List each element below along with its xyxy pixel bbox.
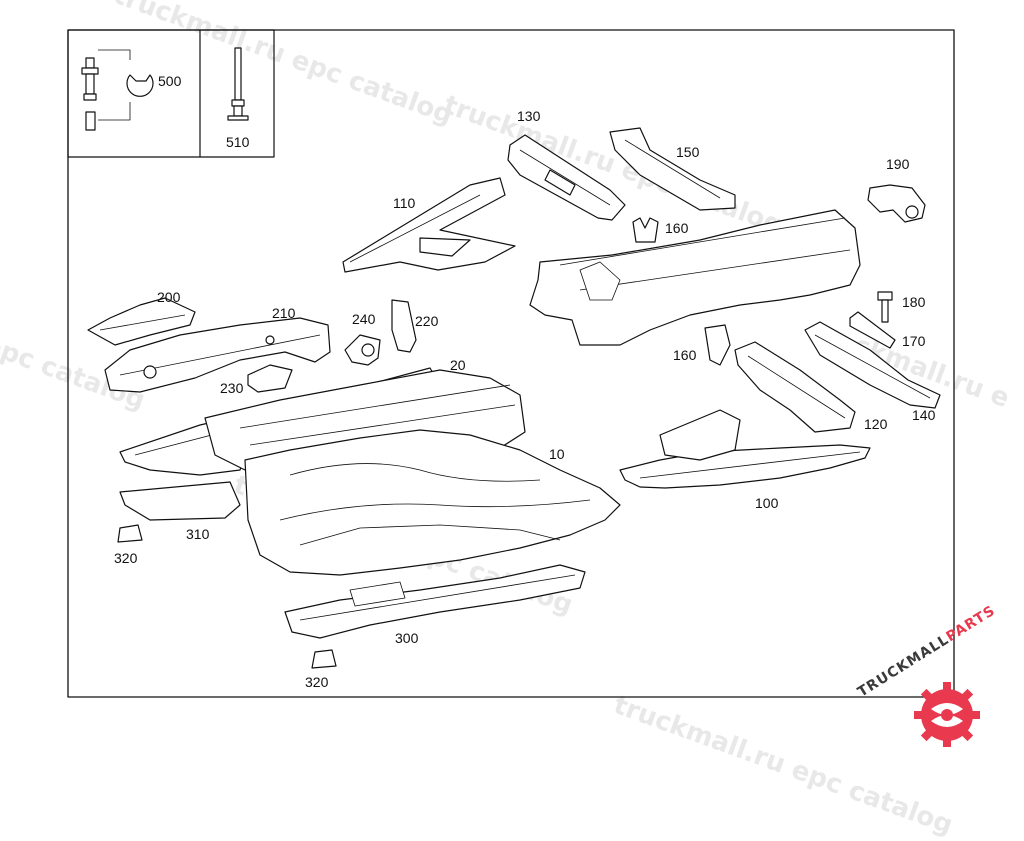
part-100 [619,444,871,489]
part-300 [284,564,586,639]
part-200 [87,297,196,346]
label-220: 220 [415,313,439,329]
part-230 [247,364,293,393]
gear-icon [914,682,980,747]
label-10: 10 [549,446,565,462]
part-120 [734,341,856,433]
inset-box [67,29,275,158]
part-160-right [704,324,731,366]
part-210 [104,317,331,393]
label-190: 190 [886,156,910,172]
part-500-fastener [81,49,154,131]
label-210: 210 [272,305,296,321]
label-310: 310 [186,526,210,542]
part-320-nut-b [311,649,337,669]
rear-member [529,209,861,346]
part-220 [391,299,417,353]
label-300: 300 [395,630,419,646]
label-180: 180 [902,294,926,310]
brand-logo: TRUCKMALLPARTS [855,603,1020,747]
label-320-a: 320 [114,550,138,566]
part-110 [342,177,516,273]
part-180-bolt [877,291,893,323]
label-130: 130 [517,108,541,124]
part-160-top [632,217,659,243]
part-170 [849,311,896,349]
label-110: 110 [393,195,416,211]
label-140: 140 [912,407,936,423]
label-230: 230 [220,380,244,396]
label-320-b: 320 [305,674,329,690]
label-500: 500 [158,73,182,89]
label-240: 240 [352,311,376,327]
part-10 [244,429,621,576]
label-170: 170 [902,333,926,349]
label-120: 120 [864,416,888,432]
label-150: 150 [676,144,700,160]
part-510-bolt [227,47,249,121]
label-200: 200 [157,289,181,305]
diagram-frame [67,29,955,698]
part-140 [804,321,941,409]
label-510: 510 [226,134,250,150]
part-320-nut-a [117,524,143,543]
label-100: 100 [755,495,779,511]
part-130 [507,134,626,221]
label-20: 20 [450,357,466,373]
label-160-top: 160 [665,220,689,236]
label-160-right: 160 [673,347,697,363]
parts-drawing [67,29,955,698]
